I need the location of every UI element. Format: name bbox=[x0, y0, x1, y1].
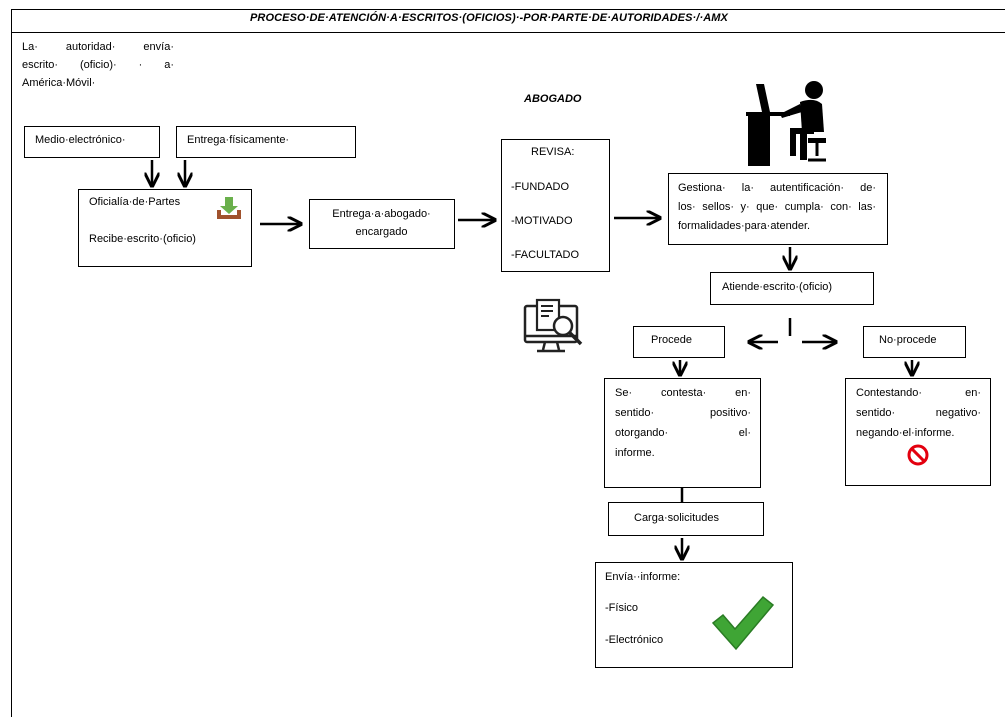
download-tray-icon bbox=[217, 197, 241, 219]
diagram-title: PROCESO·DE·ATENCIÓN·A·ESCRITOS·(OFICIOS)… bbox=[250, 12, 728, 24]
se-contesta-line-3: otorgando· el· bbox=[615, 427, 751, 439]
page-frame bbox=[11, 9, 1005, 717]
gestiona-box: Gestiona· la· autentificación· de· los· … bbox=[668, 173, 888, 245]
intro-line-2: escrito· (oficio)· · a· bbox=[22, 59, 174, 71]
envia-item-1: -Físico bbox=[605, 602, 638, 614]
atiende-label: Atiende·escrito·(oficio) bbox=[722, 281, 833, 293]
se-contesta-box: Se· contesta· en· sentido· positivo· oto… bbox=[604, 378, 761, 488]
contestando-line-2: sentido· negativo· bbox=[856, 407, 981, 419]
entrega-abogado-box: Entrega·a·abogado· encargado bbox=[309, 199, 455, 249]
medio-electronico-box: Medio·electrónico· bbox=[24, 126, 160, 158]
procede-label: Procede bbox=[651, 334, 692, 346]
contestando-line-3: negando·el·informe. bbox=[856, 427, 955, 439]
oficialia-box: Oficialía·de·Partes Recibe·escrito·(ofic… bbox=[78, 189, 252, 267]
se-contesta-line-4: informe. bbox=[615, 447, 655, 459]
envia-box: Envía··informe: -Físico -Electrónico bbox=[595, 562, 793, 668]
entrega-fisicamente-box: Entrega·físicamente· bbox=[176, 126, 356, 158]
contestando-box: Contestando· en· sentido· negativo· nega… bbox=[845, 378, 991, 486]
entrega-abogado-line-2: encargado bbox=[355, 226, 408, 238]
entrega-abogado-line-1: Entrega·a·abogado· bbox=[332, 208, 431, 220]
contestando-line-1: Contestando· en· bbox=[856, 387, 981, 399]
gestiona-line-1: Gestiona· la· autentificación· de· bbox=[678, 182, 876, 194]
oficialia-title: Oficialía·de·Partes bbox=[89, 196, 181, 208]
procede-box: Procede bbox=[633, 326, 725, 358]
no-entry-icon bbox=[907, 444, 929, 466]
gestiona-line-2: los· sellos· y· que· cumpla· con· las· bbox=[678, 201, 876, 213]
no-procede-box: No·procede bbox=[863, 326, 966, 358]
revisa-item-2: -MOTIVADO bbox=[511, 215, 573, 227]
carga-box: Carga·solicitudes bbox=[608, 502, 764, 536]
checkmark-icon bbox=[711, 595, 775, 651]
se-contesta-line-1: Se· contesta· en· bbox=[615, 387, 751, 399]
title-bar bbox=[11, 9, 1005, 33]
carga-label: Carga·solicitudes bbox=[634, 512, 719, 524]
revisa-box: REVISA: -FUNDADO -MOTIVADO -FACULTADO bbox=[501, 139, 610, 272]
se-contesta-line-2: sentido· positivo· bbox=[615, 407, 751, 419]
revisa-item-3: -FACULTADO bbox=[511, 249, 580, 261]
oficialia-sub: Recibe·escrito·(oficio) bbox=[89, 233, 196, 245]
no-procede-label: No·procede bbox=[879, 334, 937, 346]
intro-line-1: La· autoridad· envía· bbox=[22, 41, 174, 53]
envia-title: Envía··informe: bbox=[605, 571, 681, 583]
atiende-box: Atiende·escrito·(oficio) bbox=[710, 272, 874, 305]
intro-line-3: América·Móvil· bbox=[22, 77, 96, 89]
role-label: ABOGADO bbox=[524, 93, 582, 105]
revisa-item-1: -FUNDADO bbox=[511, 181, 570, 193]
revisa-title: REVISA: bbox=[531, 146, 575, 158]
document-search-icon bbox=[523, 298, 583, 353]
person-at-desk-icon bbox=[746, 81, 826, 166]
entrega-fisicamente-label: Entrega·físicamente· bbox=[187, 134, 290, 146]
envia-item-2: -Electrónico bbox=[605, 634, 664, 646]
medio-electronico-label: Medio·electrónico· bbox=[35, 134, 126, 146]
gestiona-line-3: formalidades·para·atender. bbox=[678, 220, 811, 232]
